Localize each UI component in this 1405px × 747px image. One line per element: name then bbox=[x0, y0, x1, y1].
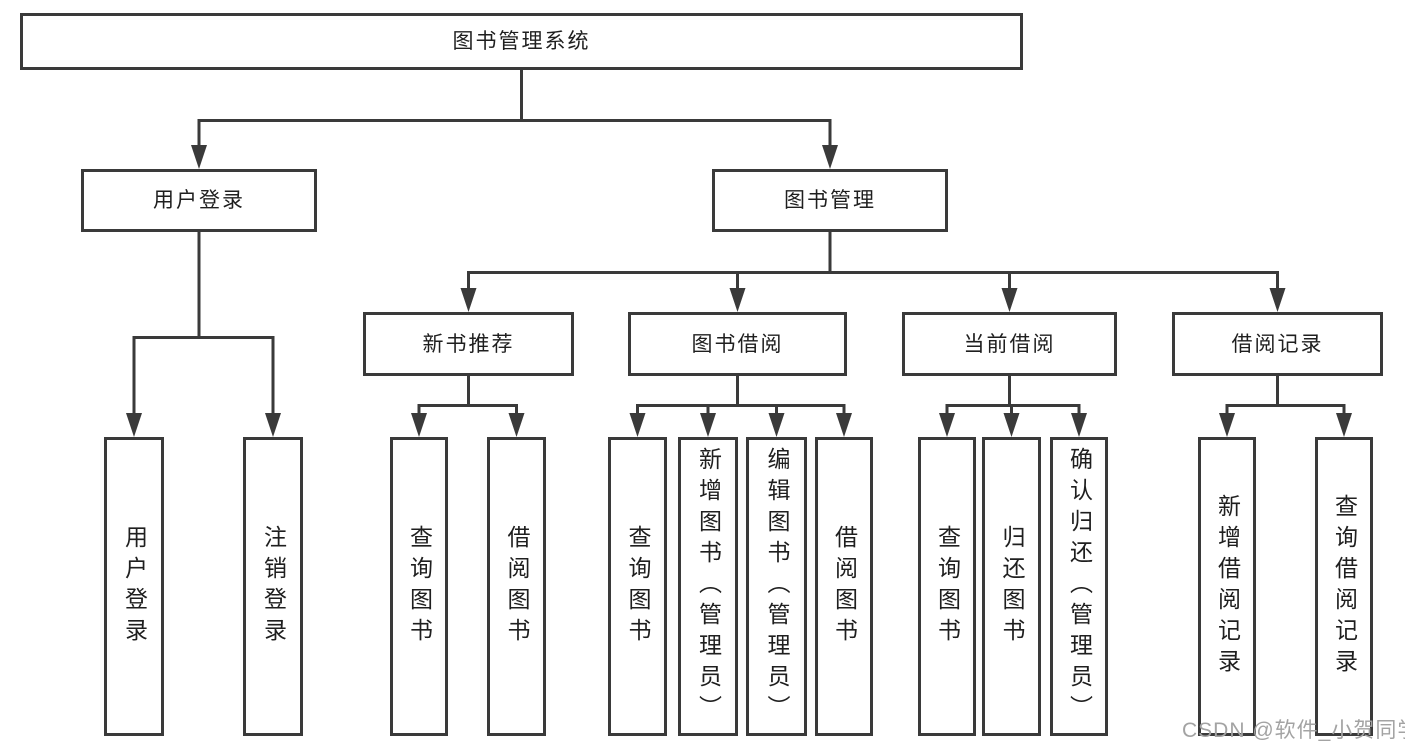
leaf-bb-add-book-admin: 新增图书（管理员） bbox=[678, 437, 738, 736]
connector-user-login bbox=[126, 232, 281, 437]
leaf-logout: 注销登录 bbox=[243, 437, 303, 736]
leaf-br-add-record: 新增借阅记录 bbox=[1198, 437, 1256, 736]
node-book-borrowing: 图书借阅 bbox=[628, 312, 847, 376]
leaf-br-query-record: 查询借阅记录 bbox=[1315, 437, 1373, 736]
leaf-bb-borrow-books: 借阅图书 bbox=[815, 437, 873, 736]
node-book-management: 图书管理 bbox=[712, 169, 948, 232]
node-root-system: 图书管理系统 bbox=[20, 13, 1023, 70]
connector-new-rec bbox=[411, 376, 525, 437]
leaf-bb-edit-book-admin: 编辑图书（管理员） bbox=[746, 437, 807, 736]
connector-book-borrow bbox=[629, 376, 852, 437]
node-borrowing-records: 借阅记录 bbox=[1172, 312, 1383, 376]
leaf-cb-confirm-return-admin: 确认归还（管理员） bbox=[1050, 437, 1108, 736]
leaf-user-login: 用户登录 bbox=[104, 437, 164, 736]
connector-records bbox=[1219, 376, 1352, 437]
node-current-borrowing: 当前借阅 bbox=[902, 312, 1117, 376]
leaf-cb-query-books: 查询图书 bbox=[918, 437, 976, 736]
leaf-cb-return-books: 归还图书 bbox=[982, 437, 1041, 736]
node-user-login: 用户登录 bbox=[81, 169, 317, 232]
leaf-rec-query-books: 查询图书 bbox=[390, 437, 448, 736]
csdn-watermark: CSDN @软件_小贺同学 bbox=[1182, 719, 1405, 742]
node-new-book-recommend: 新书推荐 bbox=[363, 312, 574, 376]
connector-book-mgmt bbox=[460, 232, 1286, 312]
connector-root bbox=[191, 70, 838, 169]
leaf-bb-query-books: 查询图书 bbox=[608, 437, 667, 736]
connector-current-borrow bbox=[939, 376, 1087, 437]
leaf-rec-borrow-books: 借阅图书 bbox=[487, 437, 546, 736]
